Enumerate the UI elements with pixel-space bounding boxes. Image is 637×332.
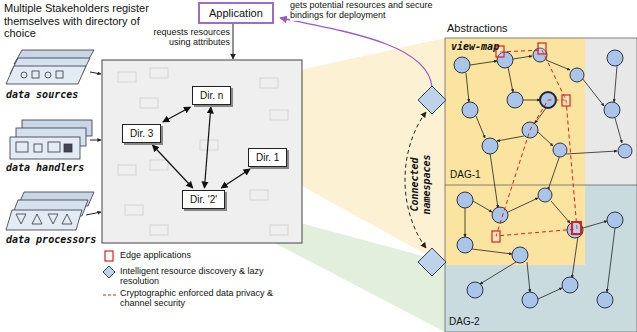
- directory-region: [102, 60, 302, 243]
- directory-link: [221, 169, 250, 188]
- section-title: Abstractions: [447, 22, 537, 35]
- legend-text: Cryptographic enforced data privacy & ch…: [120, 288, 305, 309]
- stakeholder-note: Multiple Stakeholders register themselve…: [4, 2, 154, 40]
- directory-box: Dir. 3: [122, 124, 161, 143]
- namespace-label: Connected namespaces: [409, 125, 432, 245]
- legend-text: Edge applications: [120, 250, 305, 260]
- abstractions-frame: [445, 38, 637, 332]
- node-label: Dir. 1: [256, 152, 279, 163]
- data-processor-stack: [6, 192, 94, 230]
- data-source-stack: [6, 50, 94, 84]
- directory-box: Dir. n: [192, 86, 231, 105]
- application-box: Application: [198, 2, 274, 24]
- directory-link: [163, 107, 191, 122]
- secure-channel: [496, 50, 577, 236]
- stack-label: data processors: [6, 234, 116, 246]
- node-label: Dir. n: [200, 90, 223, 101]
- dag-label: DAG-2: [449, 316, 509, 328]
- discovery-diamond: [418, 86, 446, 114]
- legend-edge-app-symbol: [105, 251, 113, 261]
- stack-label: data handlers: [6, 162, 116, 174]
- edge-app-marks: [492, 43, 581, 242]
- register-arrows: [86, 72, 101, 215]
- dag1-region: [445, 38, 585, 265]
- legend-text: Intelligent resource discovery & lazy re…: [120, 266, 305, 287]
- result-arrow: [280, 18, 432, 87]
- legend-dash-symbol: [103, 295, 116, 296]
- dag-edges: [465, 56, 622, 299]
- discovery-diamond: [418, 248, 446, 276]
- dag-nodes: [454, 48, 632, 308]
- view-map-label: view-map: [451, 41, 531, 53]
- node-label: Dir. 3: [130, 128, 153, 139]
- directory-link: [204, 107, 210, 188]
- directory-box: Dir. 1: [248, 148, 287, 167]
- node-label: Dir. '2': [190, 194, 217, 205]
- node-label: Application: [209, 7, 263, 19]
- dag-label: DAG-1: [450, 169, 510, 181]
- legend-diamond-symbol: [103, 266, 115, 278]
- directory-link: [152, 145, 192, 188]
- data-handler-stack: [10, 120, 92, 159]
- directory-box: Dir. '2': [182, 190, 225, 209]
- faint-entries: [118, 68, 288, 235]
- request-arrow: [233, 24, 234, 59]
- request-note: requests resources using attributes: [150, 27, 230, 48]
- stack-label: data sources: [6, 89, 116, 101]
- result-note: gets potential resources and secure bind…: [290, 0, 440, 21]
- outer-region: [585, 38, 637, 185]
